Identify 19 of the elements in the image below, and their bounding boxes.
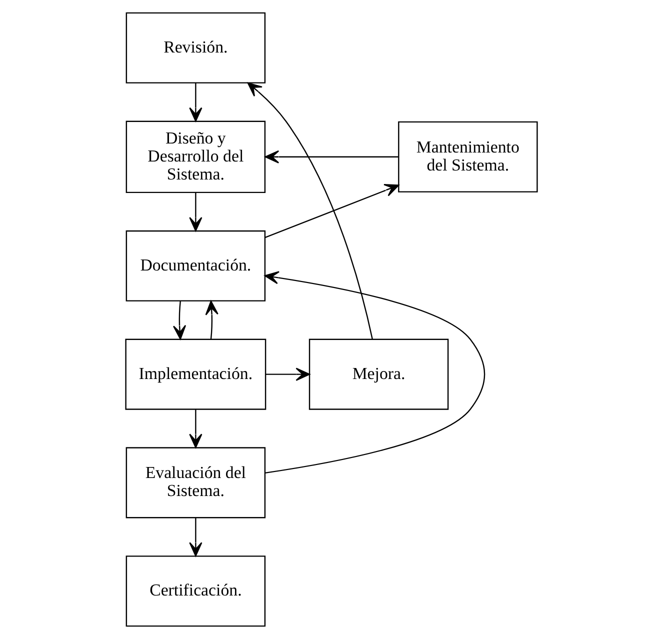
node-box: Diseño y Desarrollo del Sistema. [126,120,266,194]
arrow [172,301,186,340]
arrow [189,82,202,122]
node-box: Mejora. [308,338,449,410]
arrow [264,271,486,474]
arrow [189,518,202,556]
arrow [264,184,400,238]
node-box: Certificación. [126,556,266,627]
arrow [205,300,218,340]
node-box: Documentación. [126,230,266,302]
arrow [189,193,202,232]
arrow [189,410,202,448]
node-box: Revisión. [126,12,266,84]
arrow [247,82,373,340]
node-box: Evaluación del Sistema. [126,447,266,518]
node-box: Mantenimiento del Sistema. [398,121,538,192]
arrow [264,150,398,164]
node-box: Implementación. [125,338,266,410]
arrow [266,368,310,381]
